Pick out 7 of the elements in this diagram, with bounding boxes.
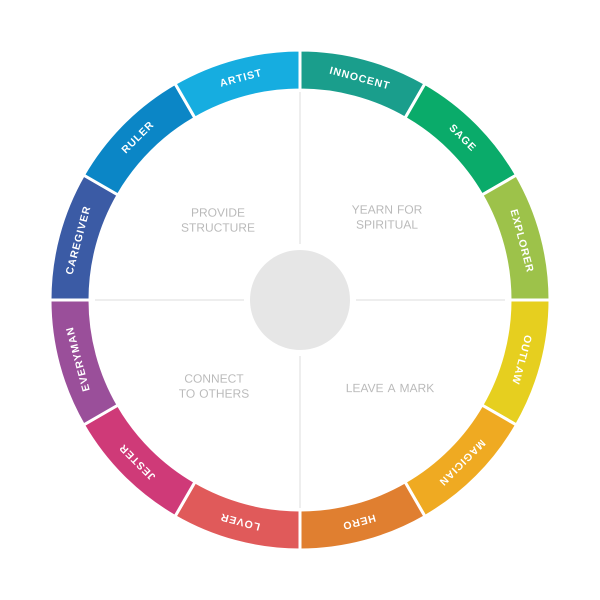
quadrant-label: YEARN FOR SPIRITUAL bbox=[352, 205, 422, 229]
quadrant-label: PROVIDE STRUCTURE bbox=[182, 208, 254, 232]
center-circle bbox=[250, 250, 350, 350]
segment: HERO bbox=[298, 480, 426, 552]
segment: LOVER bbox=[174, 480, 302, 552]
quadrant-label: CONNECT TO OTHERS bbox=[179, 374, 249, 398]
quadrant-label: LEAVE A MARK bbox=[346, 384, 434, 392]
